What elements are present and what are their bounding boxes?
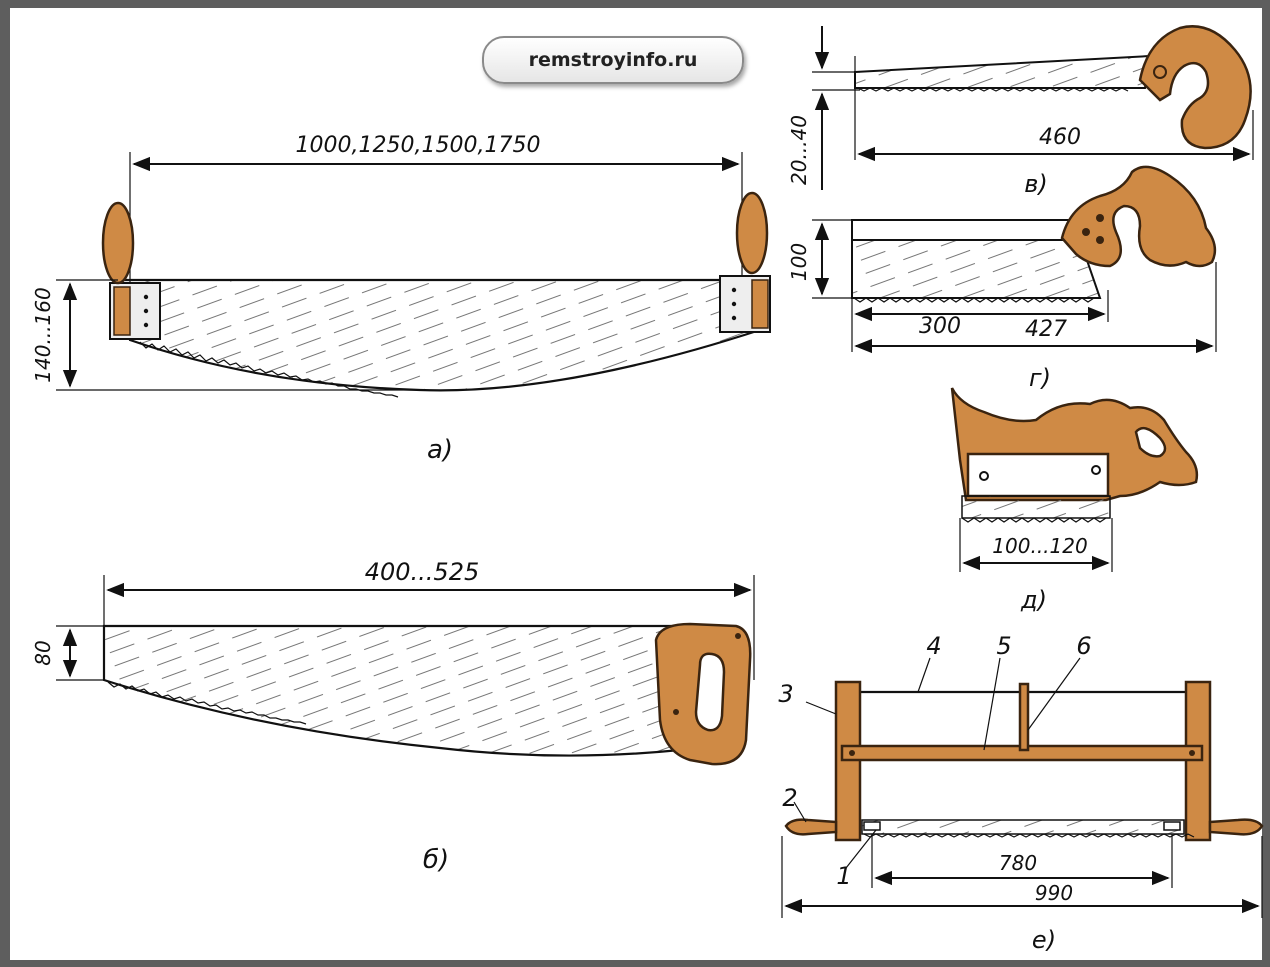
saw-e-left-grip [784, 818, 838, 836]
saw-e-full-label: 990 [1035, 881, 1073, 905]
saw-a [56, 152, 771, 398]
watermark-badge: remstroyinfo.ru [482, 36, 744, 84]
saw-b-length-label: 400...525 [365, 558, 480, 586]
saw-d [950, 387, 1199, 572]
saw-e-part-3: 3 [778, 680, 793, 708]
saw-e-part-4: 4 [926, 632, 941, 660]
saw-g [812, 165, 1217, 354]
saw-a-length-label: 1000,1250,1500,1750 [296, 133, 541, 158]
saw-b-caption: б) [423, 845, 449, 875]
saw-a-left-handle [101, 201, 135, 285]
saw-g-blade [851, 239, 1102, 299]
saw-b [56, 575, 755, 766]
saw-g-handle [1060, 165, 1217, 268]
saw-d-caption: д) [1020, 586, 1047, 614]
saw-e-blade [861, 819, 1185, 835]
saw-v-length-label: 460 [1039, 125, 1081, 150]
saw-e-blade-label: 780 [999, 851, 1037, 875]
saw-a-height-label: 140...160 [31, 287, 55, 382]
saw-v-height-label: 20...40 [787, 115, 811, 185]
saw-v-blade [854, 54, 1152, 89]
saw-g-full-label: 427 [1025, 317, 1067, 342]
saw-d-length-label: 100...120 [992, 534, 1087, 558]
saw-e-part-5: 5 [996, 632, 1011, 660]
saw-g-back-rib [851, 219, 1073, 241]
saw-v [812, 25, 1254, 190]
saw-a-blade [118, 278, 762, 392]
saw-e-right-grip [1208, 818, 1264, 836]
saw-a-caption: а) [427, 435, 453, 465]
saw-g-caption: г) [1029, 364, 1051, 392]
saw-d-back-plate [966, 452, 1110, 498]
saw-e-part-2: 2 [782, 784, 797, 812]
saw-g-height-label: 100 [787, 243, 811, 281]
saw-b-height-label: 80 [31, 640, 55, 665]
saw-v-caption: в) [1024, 170, 1048, 198]
saw-e [781, 657, 1264, 918]
saw-e-part-6: 6 [1076, 632, 1091, 660]
saw-e-twist-stick [1018, 682, 1030, 752]
saw-g-blade-label: 300 [919, 314, 961, 339]
saw-v-handle [1138, 25, 1252, 150]
saw-b-blade [102, 624, 682, 757]
saw-e-part-1: 1 [836, 862, 851, 890]
saw-a-right-handle [735, 191, 769, 275]
saw-e-caption: е) [1032, 926, 1056, 954]
